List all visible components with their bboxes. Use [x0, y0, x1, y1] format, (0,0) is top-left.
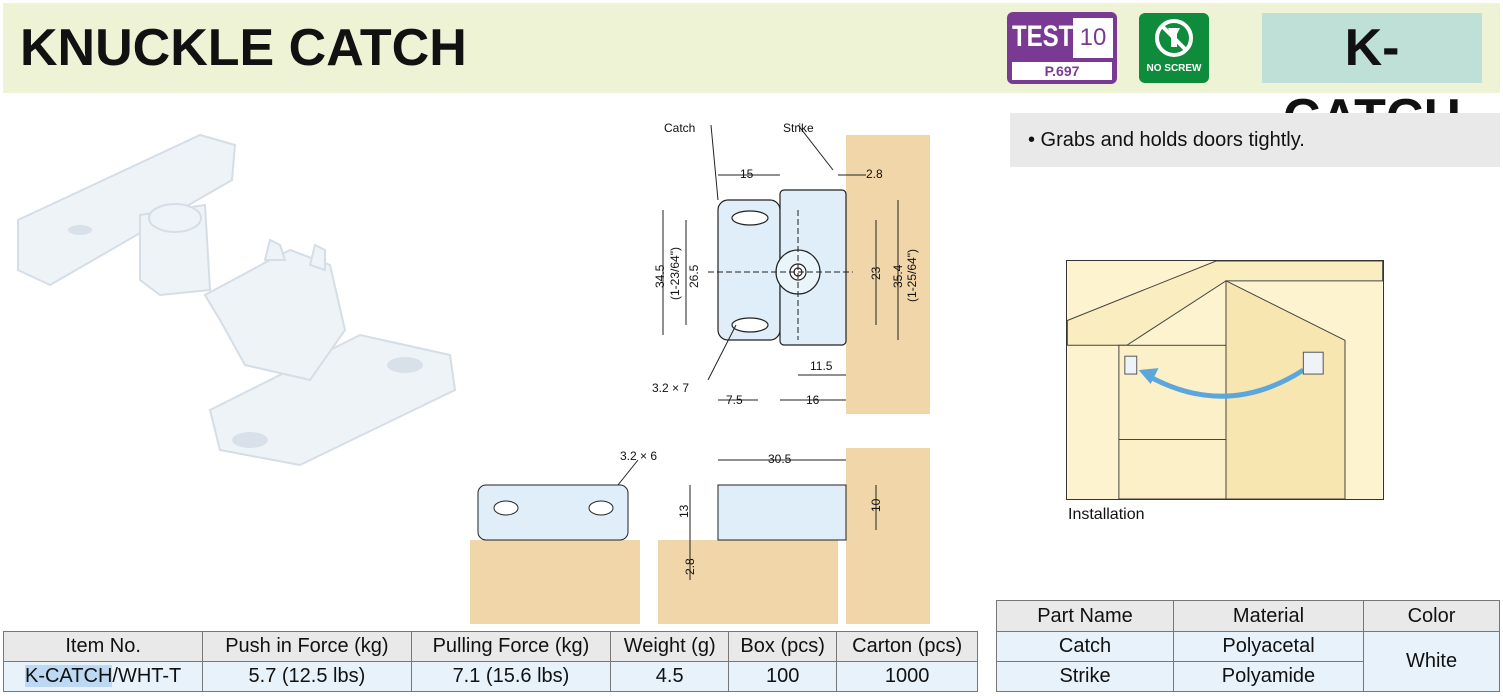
col-item-no: Item No.: [2, 631, 204, 662]
item-no-prefix: K-CATCH: [24, 665, 113, 687]
dim-7-5: 7.5: [726, 393, 743, 407]
dim-30-5: 30.5: [768, 452, 792, 466]
col-carton: Carton (pcs): [836, 631, 978, 662]
dim-10: 10: [869, 498, 883, 512]
cell-push-force: 5.7 (12.5 lbs): [202, 661, 412, 692]
page-title: KNUCKLE CATCH: [20, 19, 467, 77]
col-pull-force: Pulling Force (kg): [410, 631, 612, 662]
test-badge-number: 10: [1073, 18, 1113, 58]
technical-drawing: Catch Strike 15 2.8 11.5 3.2 × 7 7.5 16 …: [470, 121, 930, 624]
cell-carton: 1000: [836, 661, 978, 692]
test-badge: TEST 10 P.697: [1007, 12, 1117, 84]
cell-color: White: [1363, 631, 1500, 692]
cell-material: Polyacetal: [1173, 631, 1364, 662]
dim-3-2x7: 3.2 × 7: [652, 381, 689, 395]
dim-35-4-in: (1-25/64"): [905, 249, 919, 302]
dim-2-8: 2.8: [866, 167, 883, 181]
part-table: Part Name Material Color Catch Polyaceta…: [996, 600, 1500, 692]
product-photo: [17, 133, 457, 467]
cell-material: Polyamide: [1173, 661, 1364, 692]
part-header-row: Part Name Material Color: [996, 600, 1500, 632]
label-catch: Catch: [664, 121, 695, 135]
label-strike: Strike: [783, 121, 814, 135]
feature-text: • Grabs and holds doors tightly.: [1010, 113, 1500, 167]
spec-header-row: Item No. Push in Force (kg) Pulling Forc…: [2, 631, 978, 662]
dim-2-8b: 2.8: [683, 558, 697, 575]
col-color: Color: [1363, 600, 1500, 632]
no-screw-label: NO SCREW: [1146, 63, 1202, 74]
no-screw-icon: [1155, 19, 1193, 57]
cell-box: 100: [728, 661, 838, 692]
dim-11-5: 11.5: [810, 359, 833, 373]
spec-table: Item No. Push in Force (kg) Pulling Forc…: [2, 631, 978, 692]
door-panel-side: [846, 448, 930, 624]
dim-15: 15: [740, 167, 754, 181]
cabinet-panel-left: [470, 540, 640, 624]
part-row: Catch Polyacetal White: [996, 631, 1500, 692]
cell-part-name: Catch: [996, 631, 1174, 662]
dim-35-4: 35.4: [891, 264, 905, 288]
header-bar: [3, 3, 1500, 93]
item-no-suffix: /WHT-T: [112, 665, 182, 687]
cell-pull-force: 7.1 (15.6 lbs): [410, 661, 612, 692]
dim-23: 23: [869, 266, 883, 280]
installation-label: Installation: [1068, 506, 1145, 523]
test-badge-label: TEST: [1012, 20, 1074, 53]
product-code: K-CATCH: [1262, 13, 1482, 147]
cabinet-panel-right: [658, 540, 838, 624]
part-row: Strike Polyamide: [996, 661, 1500, 692]
col-push-force: Push in Force (kg): [202, 631, 412, 662]
dim-34-5-in: (1-23/64"): [668, 247, 682, 300]
col-box: Box (pcs): [728, 631, 838, 662]
dim-13: 13: [677, 504, 691, 518]
installation-illustration: [1066, 260, 1384, 500]
no-screw-badge: NO SCREW: [1139, 13, 1209, 83]
door-panel: [846, 135, 930, 414]
cell-item-no: K-CATCH/WHT-T: [2, 661, 204, 692]
spec-row: K-CATCH/WHT-T 5.7 (12.5 lbs) 7.1 (15.6 l…: [2, 661, 978, 692]
test-badge-page: P.697: [1012, 62, 1112, 80]
col-weight: Weight (g): [610, 631, 730, 662]
col-material: Material: [1173, 600, 1364, 632]
dim-34-5: 34.5: [653, 264, 667, 288]
swing-arrow: [1145, 367, 1305, 399]
cell-weight: 4.5: [610, 661, 730, 692]
cell-part-name: Strike: [996, 661, 1174, 692]
col-part-name: Part Name: [996, 600, 1174, 632]
dim-26-5: 26.5: [687, 264, 701, 288]
dim-16: 16: [806, 393, 820, 407]
dim-3-2x6: 3.2 × 6: [620, 449, 657, 463]
